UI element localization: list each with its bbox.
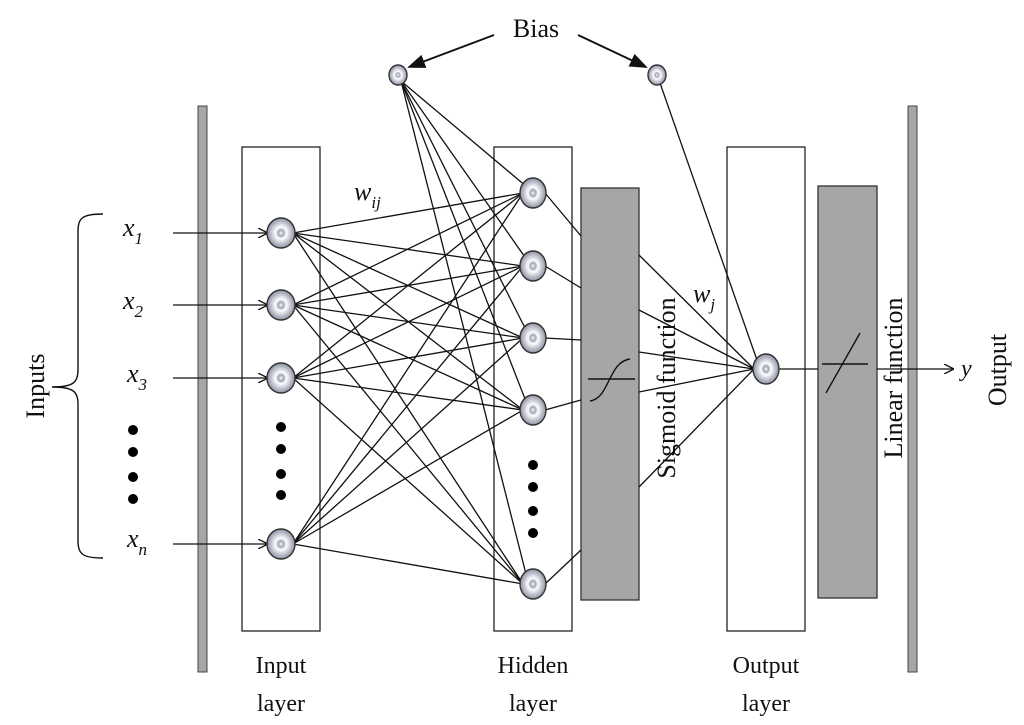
hidden-neuron xyxy=(519,394,547,426)
input-layer-label-line2: layer xyxy=(257,691,305,717)
input-hidden-edge xyxy=(292,192,524,545)
input-hidden-edge xyxy=(292,377,524,411)
input-hidden-edge xyxy=(292,232,524,585)
hidden-neuron xyxy=(519,177,547,209)
weight-wij-label: wij xyxy=(354,177,381,212)
hidden-layer-box xyxy=(493,146,573,632)
inputs-label: Inputs xyxy=(21,354,50,419)
input-hidden-edge xyxy=(292,377,524,585)
bias-arrow-right xyxy=(577,34,648,68)
input-hidden-edge xyxy=(292,192,524,306)
bias-hidden-edge xyxy=(400,80,528,188)
hidden-activation-edge xyxy=(544,399,582,411)
activation-output-edge xyxy=(638,351,755,370)
bias-hidden-edge xyxy=(400,80,528,405)
input-hidden-edge xyxy=(292,192,524,379)
input-hidden-edge xyxy=(292,543,524,585)
bias-neuron xyxy=(388,64,408,86)
neurons xyxy=(266,64,780,600)
bias-hidden-edge xyxy=(400,80,528,579)
inputs-ellipsis xyxy=(128,425,138,504)
bias-hidden-edge xyxy=(400,80,528,333)
input-neuron xyxy=(266,217,296,249)
output-label: Output xyxy=(983,333,1012,406)
sigmoid-function-label: Sigmoid function xyxy=(652,297,681,478)
hidden-neuron xyxy=(519,250,547,282)
activation-output-edge xyxy=(638,368,755,488)
output-y-label: y xyxy=(959,356,972,382)
hidden-activation-edge xyxy=(544,192,582,237)
input-layer-ellipsis xyxy=(276,422,286,500)
output-layer-box xyxy=(726,146,806,632)
bias-label: Bias xyxy=(513,14,559,43)
output-boundary-bar xyxy=(907,105,918,673)
hidden-layer-label-line2: layer xyxy=(509,691,557,717)
input-hidden-edge xyxy=(292,337,524,379)
connections xyxy=(173,80,818,585)
input-neuron xyxy=(266,528,296,560)
hidden-layer-ellipsis xyxy=(528,460,538,538)
input-hidden-edge xyxy=(292,304,524,585)
input-hidden-edge xyxy=(292,409,524,545)
input-hidden-edge xyxy=(292,265,524,545)
weight-wj-label: wj xyxy=(693,279,715,314)
activation-output-edge xyxy=(638,368,755,393)
input-x3-label: x3 xyxy=(126,359,147,394)
inputs-brace xyxy=(51,213,104,559)
input-x1-label: x1 xyxy=(122,213,143,248)
hidden-neuron xyxy=(519,568,547,600)
input-neuron xyxy=(266,289,296,321)
input-hidden-edge xyxy=(292,337,524,545)
hidden-activation-edge xyxy=(544,265,582,289)
activation-output-edge xyxy=(638,254,755,370)
linear-function-label: Linear function xyxy=(879,298,908,459)
hidden-activation-edge xyxy=(544,549,582,585)
bias-neuron xyxy=(647,64,667,86)
input-boundary-bar xyxy=(197,105,208,673)
hidden-neuron xyxy=(519,322,547,354)
bias-hidden-edge xyxy=(400,80,528,261)
output-neuron xyxy=(752,353,780,385)
input-hidden-edge xyxy=(292,192,524,234)
input-layer-label-line1: Input xyxy=(256,653,307,679)
input-xn-label: xn xyxy=(126,524,147,559)
hidden-activation-edge xyxy=(544,337,582,341)
input-neuron xyxy=(266,362,296,394)
output-layer-label-line1: Output xyxy=(733,653,800,679)
hidden-layer-label-line1: Hidden xyxy=(498,653,569,679)
linear-function-icon xyxy=(822,332,868,394)
sigmoid-activation-box xyxy=(580,187,640,601)
activation-output-edge xyxy=(638,309,755,370)
input-hidden-edge xyxy=(292,265,524,379)
input-x2-label: x2 xyxy=(122,286,144,321)
bias-arrow-left xyxy=(407,34,495,68)
sigmoid-curve-icon xyxy=(588,358,635,402)
output-layer-label-line2: layer xyxy=(742,691,790,717)
linear-activation-box xyxy=(817,185,878,599)
bias-output-edge xyxy=(659,82,759,364)
